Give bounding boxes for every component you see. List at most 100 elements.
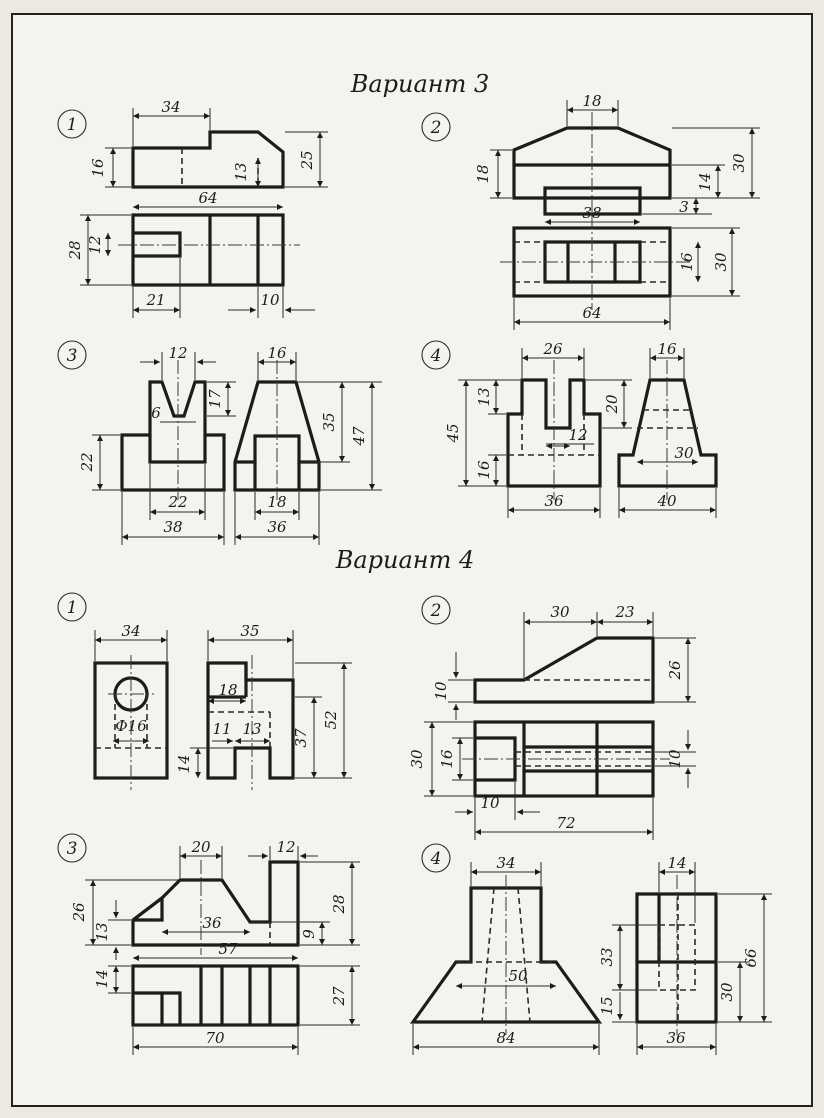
- dim-label: 12: [568, 426, 587, 444]
- v3-task-3: 3: [57, 340, 382, 545]
- dim-label: 18: [474, 164, 492, 183]
- front-view: [473, 636, 655, 704]
- dimensions: [92, 352, 382, 545]
- dim-label: 13: [93, 922, 111, 941]
- dim-label: 12: [276, 838, 295, 856]
- task-number: 1: [67, 115, 78, 135]
- task-number: 4: [430, 849, 442, 869]
- dim-label: 10: [666, 749, 684, 769]
- v4-task-2: 2: [408, 595, 696, 840]
- dimensions: [490, 100, 760, 330]
- dim-label: 64: [198, 189, 217, 207]
- dim-label: 33: [598, 947, 616, 966]
- variant-4-title: Вариант 4: [335, 546, 475, 574]
- v4-task-3: 3: [57, 833, 360, 1055]
- dim-label: 18: [582, 92, 601, 110]
- dim-label: 12: [86, 235, 104, 254]
- v4-task-4: 4: [409, 843, 772, 1055]
- v3-task-1: 1 34 16: [57, 98, 328, 318]
- dim-label: 70: [205, 1029, 225, 1047]
- dim-label: 45: [444, 423, 462, 443]
- dim-label: 30: [674, 444, 694, 462]
- dim-label: 23: [614, 603, 634, 621]
- dim-label: 16: [475, 460, 493, 480]
- dim-label: 26: [666, 660, 684, 681]
- top-view: [118, 213, 300, 287]
- dim-label: 6: [151, 404, 161, 422]
- dim-label: 16: [89, 158, 107, 178]
- dim-label: 36: [267, 518, 287, 536]
- dim-label: 28: [330, 894, 348, 914]
- dim-label: 30: [550, 603, 570, 621]
- dimensions: [458, 348, 717, 518]
- dim-label: 16: [267, 344, 287, 362]
- top-view: [462, 720, 670, 798]
- dim-label: 12: [168, 344, 187, 362]
- dim-label: 66: [742, 948, 760, 968]
- dim-label: 72: [556, 814, 575, 832]
- dim-label: 26: [70, 902, 88, 923]
- dim-label: 16: [678, 252, 696, 272]
- variant-3-title: Вариант 3: [350, 70, 490, 98]
- dim-label: 34: [496, 854, 515, 872]
- task-number: 2: [430, 601, 442, 621]
- dim-label: 38: [582, 204, 601, 222]
- dim-label: 9: [300, 929, 318, 939]
- dim-label: 16: [438, 749, 456, 769]
- dim-label: 14: [175, 754, 193, 773]
- front-view: [506, 360, 602, 500]
- v3-task-2: 2: [421, 92, 760, 330]
- dim-label: 11: [212, 720, 231, 738]
- dim-label: 13: [475, 387, 493, 406]
- side-view: [206, 655, 295, 790]
- top-view: [500, 215, 690, 310]
- task-number: 1: [67, 598, 78, 618]
- dim-label: 18: [218, 681, 237, 699]
- dim-label: 35: [240, 622, 259, 640]
- front-view: [120, 360, 226, 500]
- dim-label: 10: [432, 681, 450, 701]
- dim-label: 14: [93, 969, 111, 988]
- dim-label: 30: [712, 252, 730, 272]
- dim-label: 35: [320, 412, 338, 431]
- dim-label: 40: [656, 492, 677, 510]
- dim-label: 34: [161, 98, 180, 116]
- dim-label: 30: [730, 153, 748, 173]
- dim-label: 13: [242, 720, 261, 738]
- task-number: 3: [67, 346, 78, 366]
- dim-label: 37: [292, 728, 310, 748]
- dimensions: [424, 612, 696, 840]
- dimensions: [412, 862, 772, 1055]
- dim-label: 84: [496, 1029, 515, 1047]
- dim-label: 10: [480, 794, 500, 812]
- dim-label: 16: [657, 340, 677, 358]
- dim-label: 20: [603, 394, 621, 415]
- side-view: [635, 875, 718, 1035]
- dim-label: 52: [322, 710, 340, 729]
- dim-label: 28: [66, 240, 84, 260]
- dim-label: 38: [163, 518, 182, 536]
- task-number: 4: [430, 346, 442, 366]
- front-view: [93, 655, 169, 790]
- dim-label: 15: [598, 996, 616, 1015]
- dim-label: 27: [330, 986, 348, 1007]
- dim-label: 22: [78, 452, 96, 472]
- dim-label: 13: [232, 162, 250, 181]
- dim-label: 22: [167, 493, 187, 511]
- dim-label: 30: [408, 749, 426, 769]
- v4-task-1: 1 34 35: [57, 592, 352, 790]
- dim-label: 36: [544, 492, 564, 510]
- dimensions: [80, 108, 328, 318]
- dim-label: 26: [542, 340, 563, 358]
- dim-label: 18: [267, 493, 286, 511]
- side-view: [617, 360, 718, 500]
- dim-label: 3: [679, 198, 689, 216]
- dim-label: 64: [582, 304, 601, 322]
- dim-label: 50: [508, 967, 528, 985]
- dim-label: 25: [298, 150, 316, 170]
- dimensions: [94, 630, 352, 779]
- dim-label: 36: [202, 914, 222, 932]
- dim-label: 14: [667, 854, 686, 872]
- dim-label: 17: [206, 389, 224, 409]
